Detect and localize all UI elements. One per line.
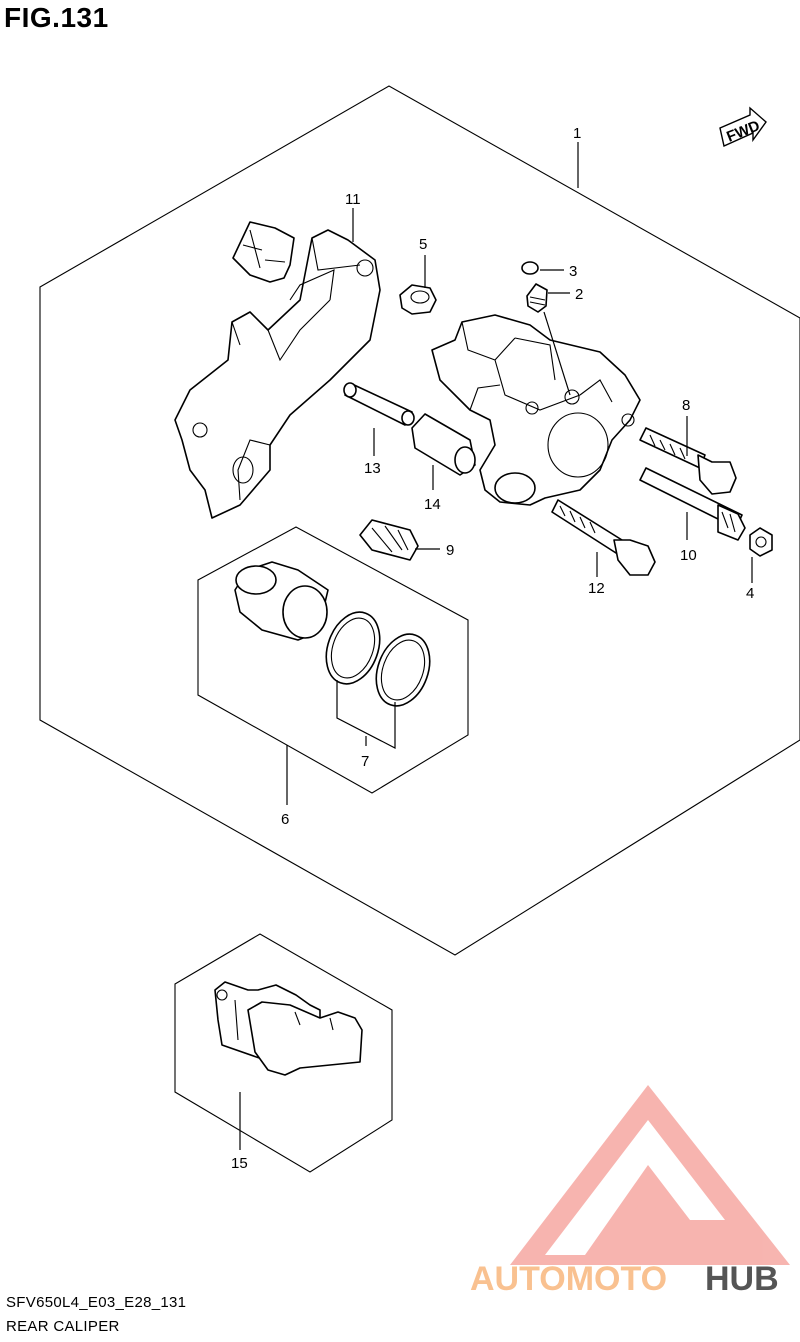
- fwd-label: FWD: [724, 117, 762, 146]
- callout-5: 5: [419, 236, 427, 253]
- callout-6: 6: [281, 811, 289, 828]
- bleeder-cap-3: [521, 261, 539, 275]
- watermark-text-hub: HUB: [705, 1260, 779, 1298]
- callout-11: 11: [345, 191, 361, 208]
- watermark-text-automoto: AUTOMOTO: [470, 1260, 667, 1298]
- slide-pin-13: [343, 382, 415, 426]
- watermark-triangle-small: [600, 1195, 700, 1260]
- callout-8: 8: [682, 397, 690, 414]
- piston-seals-7: [325, 611, 431, 707]
- diagram-name: REAR CALIPER: [6, 1318, 120, 1335]
- callout-3: 3: [569, 263, 577, 280]
- piston: [234, 561, 329, 641]
- leader-lines: [239, 142, 753, 1150]
- caliper-bracket: [174, 229, 381, 519]
- callout-numbers: 1 2 3 4 5 6 7 8 9 10 11 12 13 14 15: [231, 125, 754, 1172]
- callout-12: 12: [588, 580, 605, 597]
- bracket-clip: [232, 221, 295, 283]
- bolt-12: [551, 499, 656, 576]
- watermark-logo: [510, 1085, 790, 1265]
- figure-title: FIG.131: [4, 2, 109, 33]
- callout-10: 10: [680, 547, 697, 564]
- callout-7: 7: [361, 753, 369, 770]
- nut-4: [749, 527, 773, 557]
- callout-2: 2: [575, 286, 583, 303]
- slide-pin-10: [639, 467, 746, 541]
- brake-pad-box: [174, 933, 393, 1173]
- bolt-8: [639, 427, 737, 495]
- callout-15: 15: [231, 1155, 248, 1172]
- brake-pads-15: [214, 981, 363, 1076]
- fwd-arrow-icon: FWD: [719, 106, 767, 147]
- assembly-boundary-hexagon: [39, 85, 800, 956]
- boot-5: [399, 284, 437, 315]
- callout-14: 14: [424, 496, 441, 513]
- callout-13: 13: [364, 460, 381, 477]
- piston-kit-box: [197, 526, 469, 794]
- bleeder-valve-2: [526, 283, 548, 313]
- watermark-text: AUTOMOTO HUB: [470, 1260, 779, 1298]
- diagram-code: SFV650L4_E03_E28_131: [6, 1294, 187, 1311]
- watermark-triangle-inner: [545, 1120, 725, 1255]
- boot-14: [411, 413, 476, 476]
- callout-9: 9: [446, 542, 454, 559]
- callout-1: 1: [573, 125, 581, 142]
- caliper-body: [431, 314, 641, 506]
- callout-4: 4: [746, 585, 754, 602]
- pad-spring-9: [359, 519, 419, 561]
